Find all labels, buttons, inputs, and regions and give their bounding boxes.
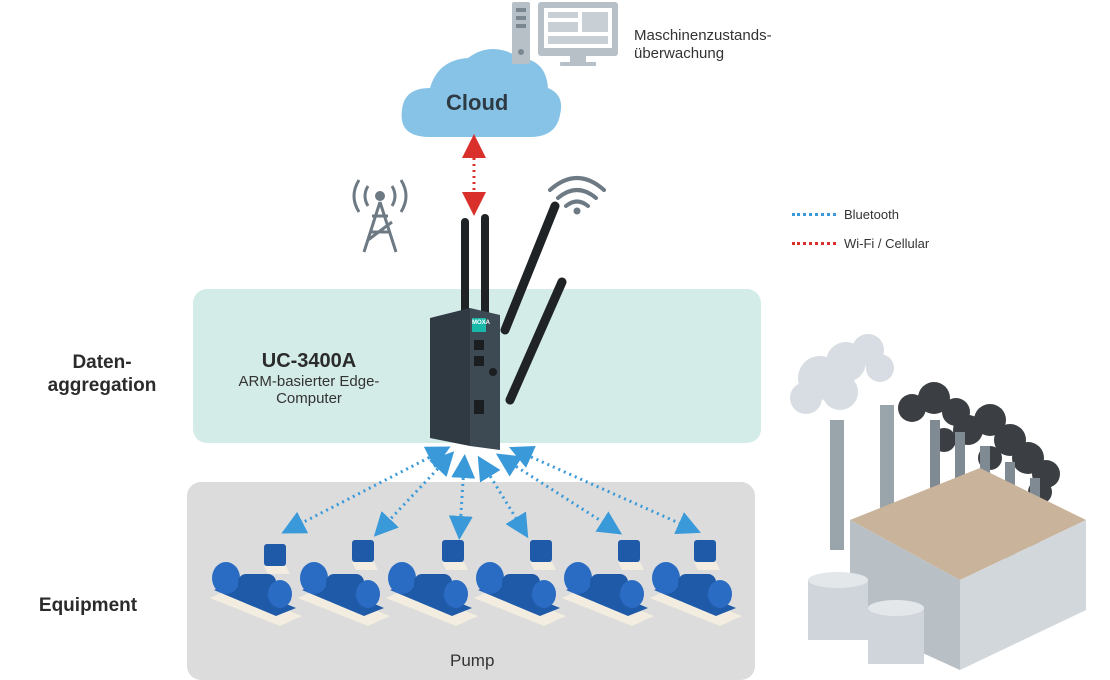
pump-icon <box>386 540 478 626</box>
layer-label-equipment: Equipment <box>38 595 138 616</box>
pump-icon <box>650 540 742 626</box>
device-logo: MOXA <box>472 320 490 326</box>
edge-computer-image <box>430 201 567 450</box>
monitoring-label: Maschinenzustands- überwachung <box>634 27 772 63</box>
cell-tower-icon <box>352 179 408 253</box>
device-caption: UC-3400A ARM-basierter Edge- Computer <box>224 349 394 407</box>
legend-label-wifi-cellular: Wi-Fi / Cellular <box>844 236 930 251</box>
pump-icon <box>298 540 390 626</box>
layer-label-aggregation: Daten- aggregation <box>42 351 162 397</box>
pump-icon <box>210 544 302 626</box>
legend-item-bluetooth: Bluetooth <box>792 207 929 222</box>
layer-label-aggregation-line1: Daten- <box>72 352 132 373</box>
pump-icon <box>562 540 654 626</box>
pump-label: Pump <box>450 651 495 670</box>
legend: Bluetooth Wi-Fi / Cellular <box>792 207 929 251</box>
pump-icon <box>474 540 566 626</box>
cloud-label: Cloud <box>446 90 509 115</box>
legend-line-bluetooth <box>792 213 836 216</box>
cloud-icon <box>401 49 562 137</box>
monitoring-label-line2: überwachung <box>634 45 725 62</box>
device-title: UC-3400A <box>261 350 357 372</box>
pump-row <box>210 540 742 626</box>
monitor-icon <box>538 2 618 66</box>
factory-illustration <box>790 334 1086 670</box>
bluetooth-links <box>281 445 701 540</box>
server-icon <box>512 2 530 64</box>
layer-label-aggregation-line2: aggregation <box>47 375 157 396</box>
legend-label-bluetooth: Bluetooth <box>844 207 899 222</box>
legend-line-wifi-cellular <box>792 242 836 245</box>
monitoring-label-line1: Maschinenzustands- <box>634 27 772 44</box>
device-subtitle-line2: Computer <box>276 390 342 407</box>
wifi-icon <box>548 176 606 215</box>
legend-item-wifi-cellular: Wi-Fi / Cellular <box>792 236 929 251</box>
device-subtitle-line1: ARM-basierter Edge- <box>238 373 380 390</box>
